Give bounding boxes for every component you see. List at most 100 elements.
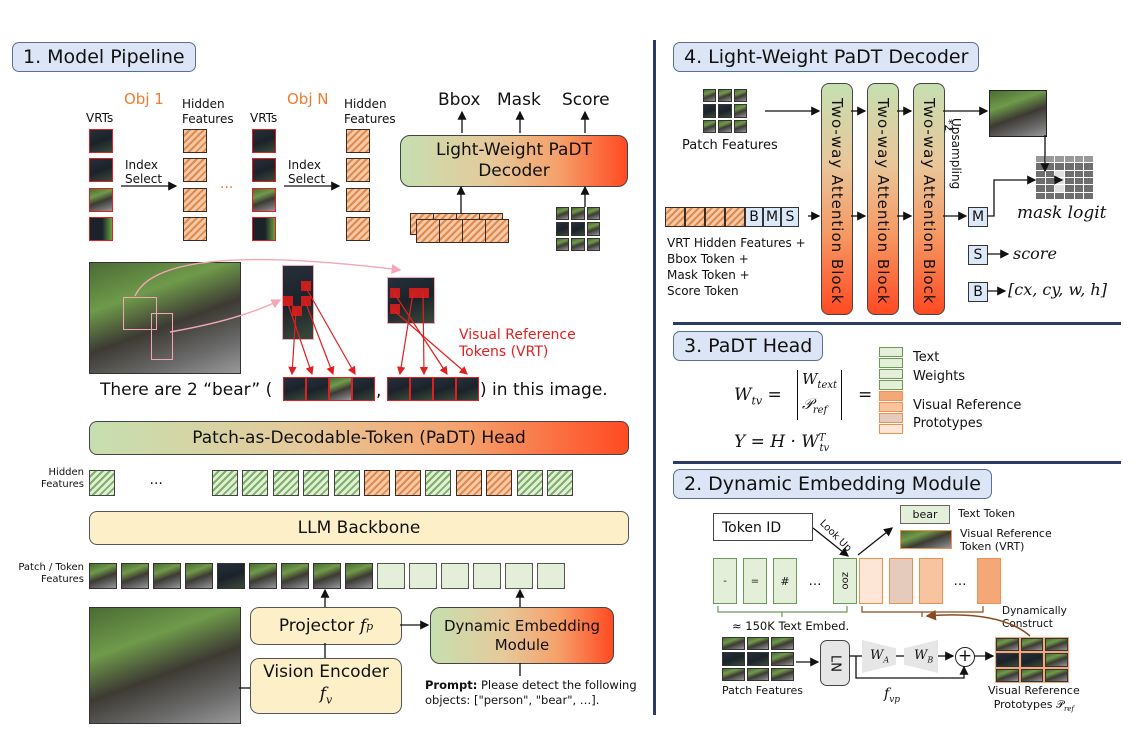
patch-token-row bbox=[89, 563, 565, 589]
mask-logit-cell bbox=[1045, 178, 1055, 185]
hidden-row-ellipsis: ... bbox=[149, 472, 163, 488]
upsampling-label: Upsampling bbox=[949, 118, 963, 190]
mask-logit-cell bbox=[1055, 185, 1064, 192]
mask-logit-cell bbox=[1055, 163, 1064, 170]
mask-logit-cell bbox=[1036, 170, 1045, 177]
mask-logit-cell bbox=[1055, 170, 1064, 177]
prototypes-label: Visual Reference Prototypes 𝒫ref bbox=[988, 684, 1080, 714]
index-select-2b: Select bbox=[288, 172, 326, 186]
vrt-sequence-2 bbox=[387, 377, 479, 401]
bear-bbox-2 bbox=[151, 313, 173, 360]
mask-logit-cell bbox=[1084, 170, 1093, 177]
text-embed-caption: ≈ 150K Text Embed. bbox=[732, 619, 850, 633]
output-mask: Mask bbox=[497, 90, 541, 110]
section-divider bbox=[673, 461, 1121, 464]
hidden-feature-box bbox=[183, 217, 207, 241]
hidden-label-1b: Features bbox=[182, 112, 234, 126]
mask-logit-cell bbox=[1065, 156, 1074, 163]
prompt-text: Prompt: Please detect the following obje… bbox=[425, 678, 637, 707]
mask-logit-cell bbox=[1084, 156, 1093, 163]
attention-block-2: Two-way Attention Block bbox=[867, 83, 899, 315]
vrt-patch bbox=[252, 158, 276, 182]
mask-logit-grid bbox=[1036, 156, 1093, 199]
bbox1-callout bbox=[134, 258, 402, 297]
text-embedding-row: - = # … zoo bbox=[713, 558, 857, 604]
mask-logit-cell bbox=[1045, 192, 1055, 199]
weights-legend-stack bbox=[879, 347, 903, 434]
legend-visual-1: Visual Reference bbox=[913, 398, 1022, 413]
mask-logit-cell bbox=[1084, 185, 1093, 192]
decoder-patch-features-label: Patch Features bbox=[682, 138, 778, 153]
mask-logit-cell bbox=[1065, 170, 1074, 177]
vrt-patch bbox=[89, 188, 113, 212]
mask-logit-cell bbox=[1074, 163, 1084, 170]
equation-y: Y = H · WTtv bbox=[734, 432, 830, 455]
bbox2-callout bbox=[169, 299, 282, 333]
hidden-feature-box bbox=[346, 188, 370, 212]
llm-backbone-bar: LLM Backbone bbox=[89, 511, 629, 545]
mask-logit-cell bbox=[1074, 156, 1084, 163]
vrts-label-1: VRTs bbox=[86, 111, 114, 125]
bbox-token: B bbox=[745, 207, 763, 227]
objN-label: Obj N bbox=[287, 90, 329, 108]
dynamically-construct-label: Dynamically Construct bbox=[1002, 605, 1067, 630]
attention-block-1: Two-way Attention Block bbox=[821, 83, 853, 315]
text-hidden-feature bbox=[547, 470, 573, 496]
hidden-feature-box bbox=[183, 188, 207, 212]
mask-logit-cell bbox=[1036, 185, 1045, 192]
section-title-decoder: 4. Light-Weight PaDT Decoder bbox=[673, 42, 980, 72]
mask-logit-cell bbox=[1084, 163, 1093, 170]
bear-text-token: bear bbox=[900, 505, 950, 524]
sentence-prefix: There are 2 “bear” ( bbox=[100, 380, 273, 400]
patch-grid bbox=[556, 207, 600, 251]
sentence-comma: , bbox=[376, 381, 382, 401]
dynamic-construct-arrow bbox=[925, 610, 1031, 637]
vrt-hidden-feature bbox=[455, 470, 482, 496]
mask-logit-label: mask logit bbox=[1017, 203, 1107, 223]
bear-image bbox=[89, 262, 241, 374]
mask-logit-cell bbox=[1065, 185, 1074, 192]
score-output-label: score bbox=[1013, 244, 1057, 263]
legend-visual-2: Prototypes bbox=[913, 416, 983, 431]
dem-patch-grid bbox=[722, 637, 794, 681]
mask-output-token: M bbox=[968, 207, 988, 227]
text-hidden-feature bbox=[272, 470, 299, 496]
equals-sign: = bbox=[858, 385, 873, 405]
vrt-hidden-feature bbox=[364, 470, 390, 496]
text-embed-brace bbox=[717, 606, 848, 617]
vrt-patch bbox=[89, 158, 113, 182]
llm-backbone-label: LLM Backbone bbox=[297, 518, 421, 538]
vrt-patch bbox=[252, 188, 276, 212]
mask-logit-cell bbox=[1074, 185, 1084, 192]
hidden-feature-box bbox=[485, 219, 509, 243]
upsampled-features bbox=[989, 90, 1047, 137]
index-select-2a: Index bbox=[288, 158, 322, 172]
index-select-1b: Select bbox=[125, 172, 163, 186]
mask-logit-cell bbox=[1065, 178, 1074, 185]
legend-text-2: Weights bbox=[913, 369, 966, 384]
mask-logit-cell bbox=[1045, 170, 1055, 177]
text-hidden-feature bbox=[242, 470, 268, 496]
token-input-description: VRT Hidden Features + Bbox Token + Mask … bbox=[667, 236, 806, 298]
obj1-label: Obj 1 bbox=[124, 90, 164, 108]
text-token-label: Text Token bbox=[958, 507, 1016, 520]
light-weight-decoder-box: Light-Weight PaDT Decoder bbox=[400, 135, 628, 187]
bbox-output-token: B bbox=[968, 282, 988, 302]
text-hidden-feature bbox=[211, 470, 238, 496]
output-score: Score bbox=[562, 90, 610, 110]
vrt-example-label: Visual Reference Token (VRT) bbox=[960, 527, 1052, 553]
mask-logit-cell bbox=[1045, 185, 1055, 192]
mask-token: M bbox=[763, 207, 781, 227]
hidden-feature-box bbox=[416, 219, 440, 243]
mask-logit-cell bbox=[1065, 163, 1074, 170]
vrt-hidden-feature bbox=[394, 470, 421, 496]
vrt-sequence-1 bbox=[283, 377, 375, 401]
bbox-output-label: [cx, cy, w, h] bbox=[1008, 280, 1107, 299]
hidden-feature-box bbox=[346, 158, 370, 182]
legend-text-1: Text bbox=[913, 350, 940, 365]
dynamic-embedding-module-box: Dynamic Embedding Module bbox=[430, 607, 614, 664]
equation-matrix: Wtext 𝒫ref bbox=[797, 370, 843, 420]
text-hidden-feature bbox=[89, 470, 115, 496]
decoder-line1: Light-Weight PaDT bbox=[436, 140, 592, 160]
